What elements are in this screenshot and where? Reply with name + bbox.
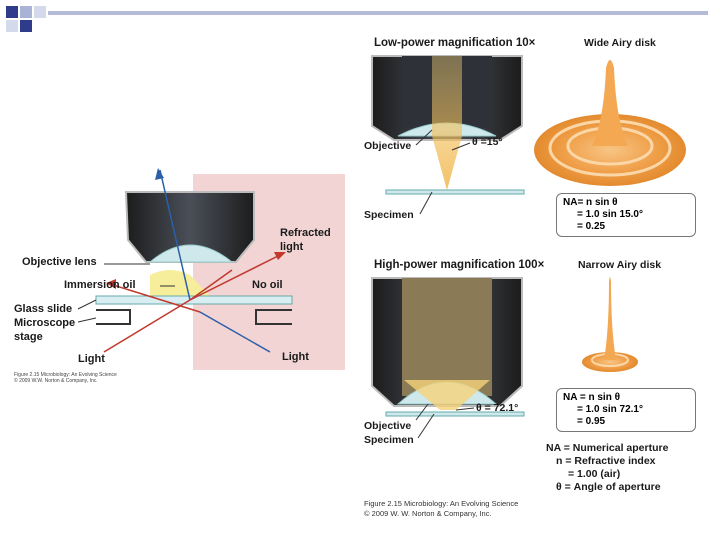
label-light-left: Light: [78, 353, 105, 365]
label-stage-2: stage: [14, 331, 43, 343]
immersion-oil-drop: [150, 270, 210, 296]
wide-disk-peak: [592, 60, 628, 146]
low-na-box: NA= n sin θ = 1.0 sin 15.0° = 0.25: [556, 193, 696, 237]
leader-glass-slide: [77, 299, 97, 310]
high-objective-label: Objective: [364, 420, 412, 432]
leader-stage: [77, 317, 97, 323]
high-leader-objective: [415, 403, 429, 421]
low-light-cone: [432, 56, 462, 190]
low-na-line-1: NA= n sin θ: [563, 197, 618, 208]
slide-deco-square-4: [34, 6, 46, 18]
slide-deco-square-3: [20, 20, 32, 32]
low-specimen-label: Specimen: [364, 209, 414, 221]
wide-airy-disk-label: Wide Airy disk: [584, 37, 656, 49]
slide-deco-square-1: [6, 6, 18, 18]
label-objective-lens: Objective lens: [22, 256, 97, 268]
left-objective-lens: [148, 244, 234, 263]
slide-deco-square-5: [6, 20, 18, 32]
low-na-line-2: = 1.0 sin 15.0°: [577, 209, 643, 220]
high-leader-angle: [455, 407, 475, 411]
low-angle-label: θ =15°: [472, 136, 503, 148]
vertical-ray-arrow: [155, 168, 164, 180]
low-objective-label: Objective: [364, 140, 412, 152]
vertical-ray: [159, 169, 191, 301]
high-specimen-slide: [385, 411, 525, 417]
left-stage-left: [96, 309, 131, 325]
low-leader-objective: [415, 129, 433, 146]
wide-airy-disk: [534, 60, 686, 186]
refracted-ray: [189, 253, 283, 301]
oil-ray-continue: [189, 269, 233, 301]
high-leader-specimen: [417, 413, 435, 439]
high-na-box: NA = n sin θ = 1.0 sin 72.1° = 0.95: [556, 388, 696, 432]
left-stage-right: [255, 309, 292, 325]
label-refracted-light-1: Refracted: [280, 227, 331, 239]
oil-ray: [103, 299, 191, 353]
left-credit-1: Figure 2.15 Microbiology: An Evolving Sc…: [14, 372, 117, 378]
high-power-title: High-power magnification 100×: [374, 259, 545, 271]
legend-na: NA = Numerical aperture: [546, 442, 669, 454]
label-light-right: Light: [282, 351, 309, 363]
low-leader-specimen: [419, 191, 433, 215]
legend-air: = 1.00 (air): [568, 468, 621, 480]
legend-theta: θ = Angle of aperture: [556, 481, 661, 493]
refracted-ray-arrow: [274, 252, 286, 260]
label-no-oil: No oil: [252, 279, 283, 291]
high-light-cone: [404, 380, 490, 410]
figure-caption-1: Figure 2.15 Microbiology: An Evolving Sc…: [364, 499, 519, 508]
low-power-title: Low-power magnification 10×: [374, 37, 536, 49]
low-power-objective-diagram: [371, 55, 525, 215]
narrow-disk-peak: [604, 277, 616, 360]
high-na-line-3: = 0.95: [577, 416, 606, 427]
high-objective-inner: [402, 278, 492, 396]
high-power-objective-diagram: [371, 277, 525, 439]
low-na-line-3: = 0.25: [577, 221, 606, 232]
narrow-airy-disk: [582, 277, 638, 372]
low-leader-angle: [451, 142, 471, 151]
slide-header-rule: [48, 11, 708, 15]
high-angle-label: θ = 72.1°: [476, 402, 519, 414]
label-microscope-1: Microscope: [14, 317, 76, 329]
figure-caption-2: © 2009 W. W. Norton & Company, Inc.: [364, 509, 492, 518]
no-oil-ray-in: [199, 311, 271, 353]
slide-deco-square-2: [20, 6, 32, 18]
immersion-oil-diagram: [77, 168, 345, 370]
high-na-line-2: = 1.0 sin 72.1°: [577, 404, 643, 415]
left-credit-2: © 2009 W.W. Norton & Company, Inc.: [14, 378, 98, 384]
legend-n: n = Refractive index: [556, 455, 656, 467]
left-objective-tube: [124, 191, 255, 263]
label-immersion-oil: Immersion oil: [64, 279, 136, 291]
low-specimen-slide: [385, 189, 525, 195]
label-refracted-light-2: light: [280, 241, 304, 253]
high-na-line-1: NA = n sin θ: [563, 392, 620, 403]
no-oil-ray-out: [109, 283, 201, 313]
narrow-airy-disk-label: Narrow Airy disk: [578, 259, 662, 271]
no-oil-ray-arrow: [106, 279, 116, 289]
label-glass-slide: Glass slide: [14, 303, 73, 315]
high-specimen-label: Specimen: [364, 434, 414, 446]
